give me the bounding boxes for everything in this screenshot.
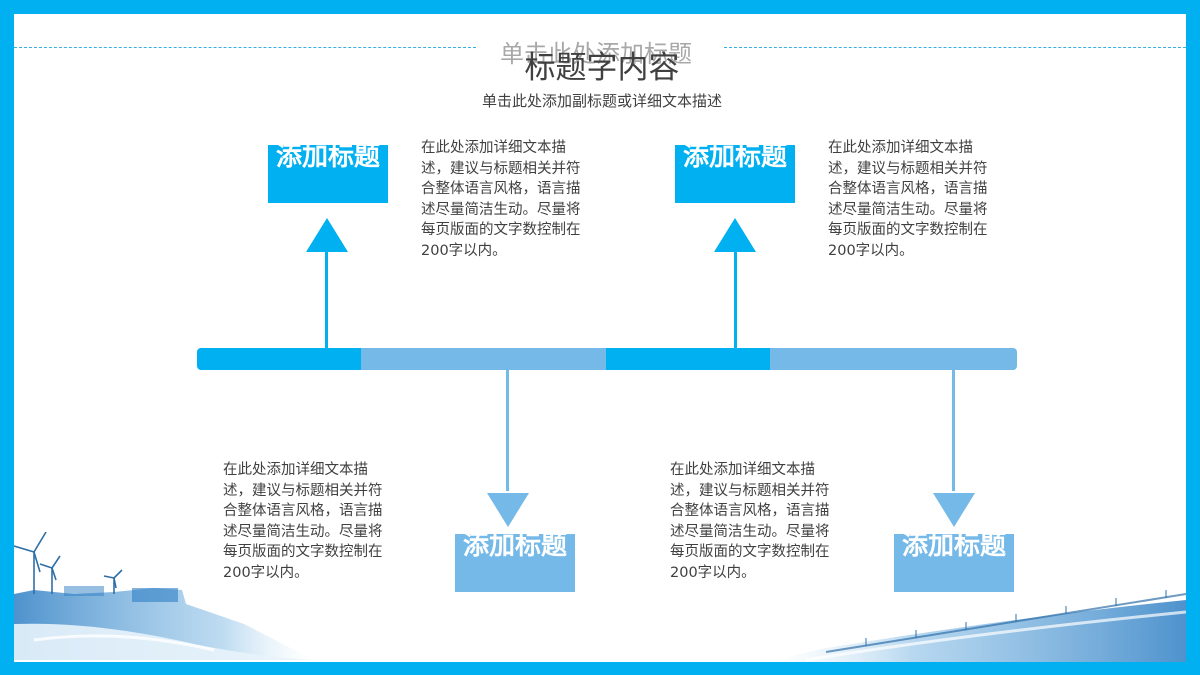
- item-description-4[interactable]: 在此处添加详细文本描述，建议与标题相关并符合整体语言风格，语言描述尽量简洁生动。…: [670, 462, 830, 581]
- scenery-left-decoration: [14, 532, 314, 660]
- title-box-label: 添加标题: [682, 145, 787, 172]
- connector-3: [734, 251, 737, 349]
- timeline-segment-4: [770, 348, 1017, 370]
- arrow-up-icon: [306, 218, 348, 252]
- title-box-2[interactable]: 添加标题: [455, 534, 575, 592]
- page-subtitle[interactable]: 单击此处添加副标题或详细文本描述: [481, 92, 722, 110]
- placeholder-title[interactable]: 单击此处添加标题: [500, 40, 692, 68]
- header-divider-right: [724, 47, 1186, 48]
- timeline-segment-1: [197, 348, 363, 370]
- item-description-2[interactable]: 在此处添加详细文本描述，建议与标题相关并符合整体语言风格，语言描述尽量简洁生动。…: [223, 462, 383, 581]
- arrow-down-icon: [933, 493, 975, 527]
- item-description-1[interactable]: 在此处添加详细文本描述，建议与标题相关并符合整体语言风格，语言描述尽量简洁生动。…: [421, 140, 581, 259]
- title-box-3[interactable]: 添加标题: [675, 145, 795, 203]
- wind-turbine-icon: [14, 532, 123, 594]
- title-box-4[interactable]: 添加标题: [894, 534, 1014, 592]
- timeline-segment-2: [361, 348, 607, 370]
- page-title[interactable]: 标题字内容: [524, 50, 680, 86]
- title-box-label: 添加标题: [275, 145, 380, 172]
- title-box-1[interactable]: 添加标题: [268, 145, 388, 203]
- connector-4: [952, 369, 955, 491]
- header-divider-left: [14, 47, 476, 48]
- connector-2: [506, 369, 509, 491]
- scenery-right-decoration: [766, 590, 1186, 662]
- connector-1: [325, 251, 328, 349]
- timeline-segment-3: [606, 348, 772, 370]
- arrow-down-icon: [487, 493, 529, 527]
- item-description-3[interactable]: 在此处添加详细文本描述，建议与标题相关并符合整体语言风格，语言描述尽量简洁生动。…: [828, 140, 988, 259]
- title-box-label: 添加标题: [462, 534, 567, 561]
- arrow-up-icon: [714, 218, 756, 252]
- title-box-label: 添加标题: [901, 534, 1006, 561]
